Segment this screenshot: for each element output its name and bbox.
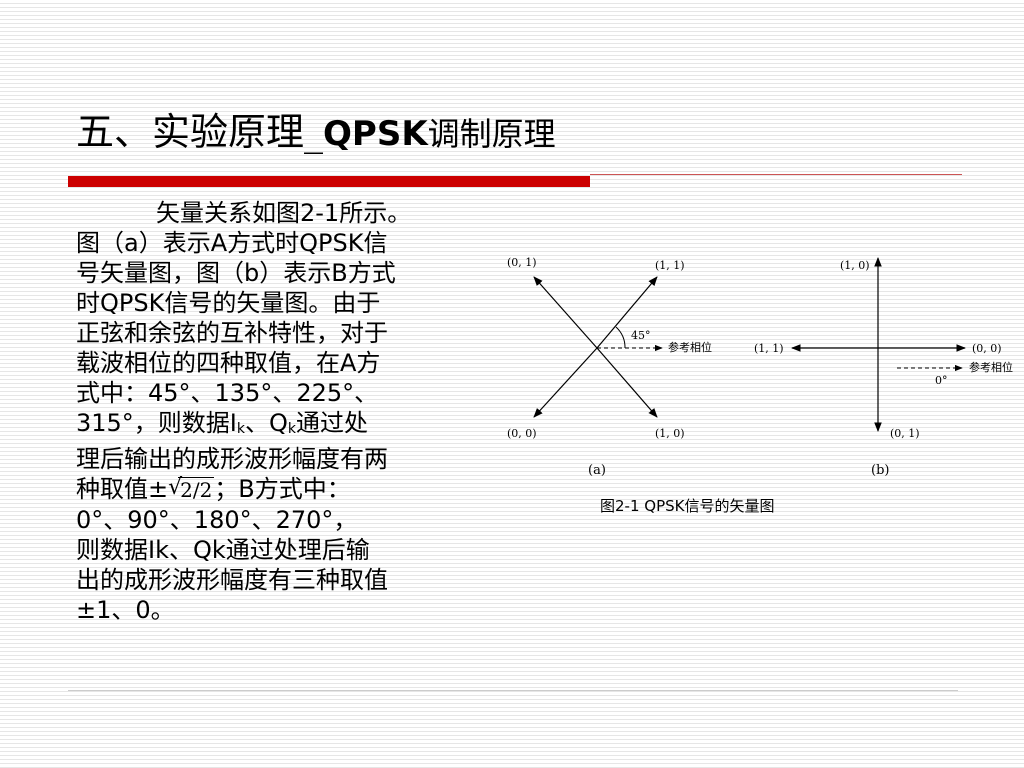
diagram-label-b: (b) xyxy=(871,463,889,478)
body-line: 图（a）表示A方式时QPSK信 xyxy=(76,229,388,257)
body-line: 理后输出的成形波形幅度有两 xyxy=(76,445,388,473)
footer-rule xyxy=(68,690,958,691)
body-line: 时QPSK信号的矢量图。由于 xyxy=(76,289,381,317)
body-text-segment: ；B方式中： xyxy=(214,475,351,503)
subscript-k: k xyxy=(287,421,296,437)
title-tail: 调制原理 xyxy=(427,115,556,153)
point-label-a: (0, 0) xyxy=(507,427,537,440)
point-label-b: (0, 0) xyxy=(972,342,1002,355)
body-line: 号矢量图，图（b）表示B方式 xyxy=(76,259,396,287)
sqrt-radicand: 2/2 xyxy=(178,477,215,502)
point-label-b: (1, 0) xyxy=(840,259,870,272)
point-label-a: (1, 0) xyxy=(655,427,685,440)
vector-a-lower-right xyxy=(596,347,658,418)
vector-a-upper-right xyxy=(596,276,658,349)
reference-label-b: 参考相位 xyxy=(969,360,1013,374)
figure-caption: 图2-1 QPSK信号的矢量图 xyxy=(600,497,775,515)
subscript-k: k xyxy=(236,421,245,437)
vector-a-lower-left xyxy=(533,347,598,418)
body-line: 种取值±√2/2；B方式中： xyxy=(76,474,496,505)
body-line: ±1、0。 xyxy=(76,596,175,624)
title-thin-rule xyxy=(590,174,962,175)
title-latin: QPSK xyxy=(323,114,428,154)
body-line: 矢量关系如图2-1所示。 xyxy=(156,199,412,227)
angle-arc-a xyxy=(615,326,626,349)
body-line: 出的成形波形幅度有三种取值 xyxy=(76,566,388,594)
point-label-b: (0, 1) xyxy=(890,427,920,440)
body-line: 则数据Ik、Qk通过处理后输 xyxy=(76,536,370,564)
body-text-segment: 315°，则数据I xyxy=(76,409,237,437)
body-line: 正弦和余弦的互补特性，对于 xyxy=(76,319,388,347)
body-text-segment: 通过处 xyxy=(296,409,368,437)
radical-sign-icon: √ xyxy=(168,475,183,500)
angle-label-b: 0° xyxy=(935,374,948,387)
vector-a-upper-left xyxy=(533,276,598,349)
diagram-label-a: (a) xyxy=(588,463,606,478)
point-label-a: (1, 1) xyxy=(655,259,685,272)
qpsk-vector-diagram: (0, 1) (1, 1) (0, 0) (1, 0) 45° 参考相位 (a)… xyxy=(507,256,1013,478)
body-line: 315°，则数据Ik、Qk通过处 xyxy=(76,408,496,444)
body-line: 0°、90°、180°、270°， xyxy=(76,506,358,534)
sqrt-expression: √2/2 xyxy=(168,475,215,505)
angle-label-a: 45° xyxy=(631,329,651,342)
title-red-bar xyxy=(68,176,590,187)
title-main: 五、实验原理_ xyxy=(76,110,324,154)
body-text: 矢量关系如图2-1所示。 图（a）表示A方式时QPSK信 号矢量图，图（b）表示… xyxy=(76,198,496,625)
body-line: 载波相位的四种取值，在A方 xyxy=(76,349,381,377)
point-label-a: (0, 1) xyxy=(507,256,537,269)
body-line: 式中：45°、135°、225°、 xyxy=(76,379,379,407)
point-label-b: (1, 1) xyxy=(754,342,784,355)
body-text-segment: 种取值± xyxy=(76,475,169,503)
slide-title: 五、实验原理_QPSK调制原理 xyxy=(76,104,556,162)
reference-label-a: 参考相位 xyxy=(668,340,712,354)
body-text-segment: 、Q xyxy=(245,409,288,437)
